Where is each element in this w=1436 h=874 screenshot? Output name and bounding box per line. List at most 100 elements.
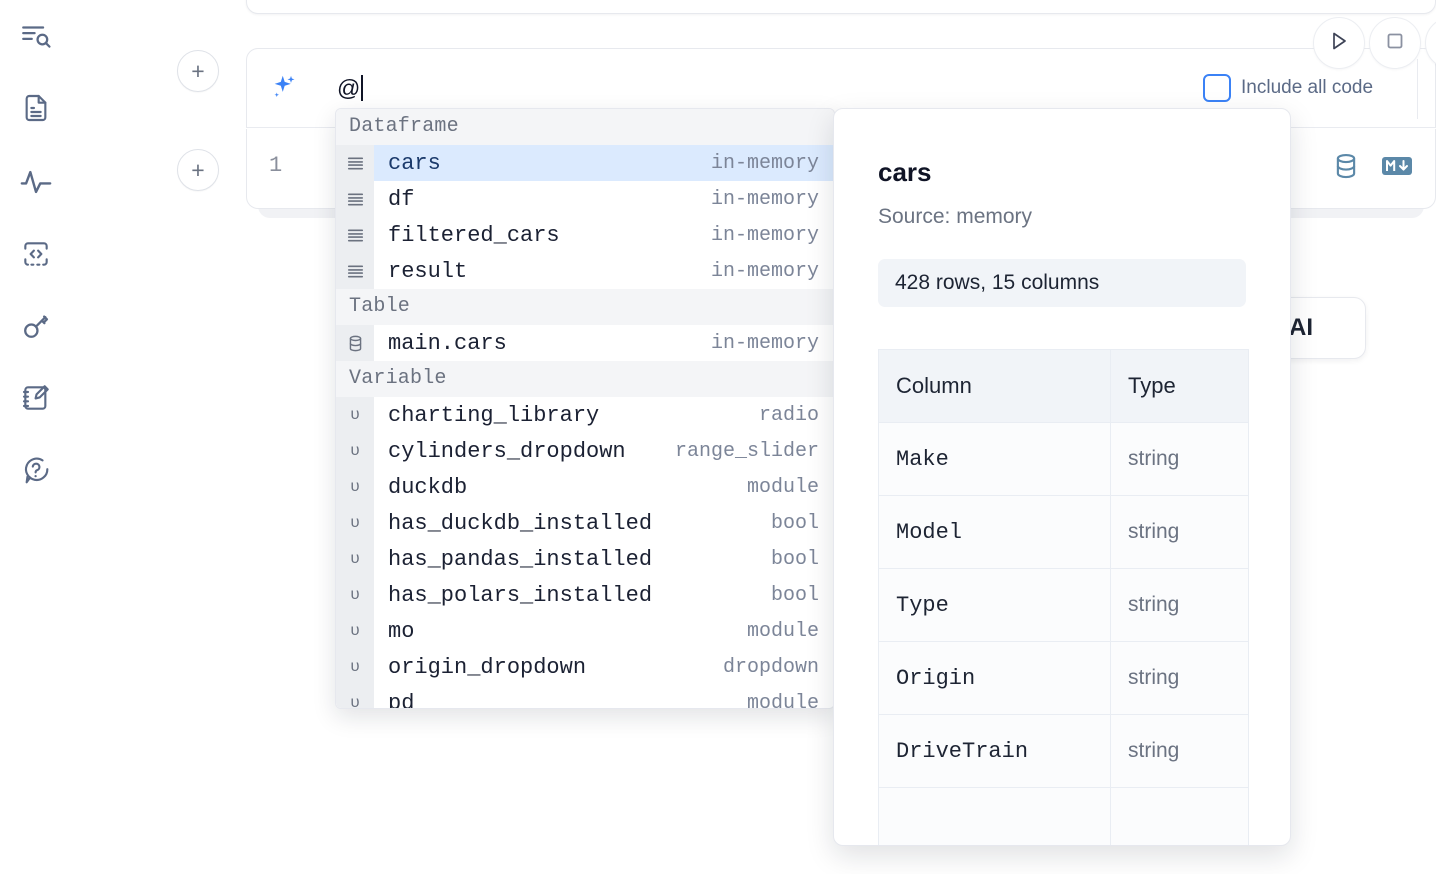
mention-option-meta: in-memory: [710, 187, 819, 211]
ai-prompt-input[interactable]: @: [337, 71, 364, 105]
mention-group-header: Table: [336, 289, 834, 325]
mention-group-header: Variable: [336, 361, 834, 397]
markdown-icon[interactable]: [1381, 154, 1413, 178]
schema-column-name: [878, 787, 1111, 845]
mention-option-label: has_duckdb_installed: [388, 510, 653, 536]
mention-option-meta: range_slider: [674, 439, 819, 463]
variable-icon: υ: [336, 433, 374, 469]
variable-icon: υ: [336, 541, 374, 577]
dataset-detail-panel: cars Source: memory 428 rows, 15 columns…: [833, 108, 1291, 846]
line-number: 1: [269, 153, 283, 178]
mention-option-meta: bool: [770, 511, 819, 535]
sidebar-item-explore-outline[interactable]: [12, 12, 60, 60]
run-button[interactable]: [1313, 17, 1365, 69]
sidebar-item-scratchpad[interactable]: [12, 374, 60, 422]
dataframe-icon: [336, 145, 374, 181]
dataframe-icon: [336, 181, 374, 217]
sidebar-item-secrets[interactable]: [12, 302, 60, 350]
mention-option-meta: dropdown: [722, 655, 819, 679]
file-explorer-icon: [20, 92, 52, 124]
secrets-key-icon: [20, 310, 52, 342]
variable-icon: υ: [336, 469, 374, 505]
variable-icon: υ: [336, 685, 374, 708]
sparkles-icon: [269, 73, 299, 103]
text-caret: [361, 75, 364, 101]
mention-option-label: mo: [388, 618, 415, 644]
mention-option-meta: in-memory: [710, 223, 819, 247]
dataset-title: cars: [878, 157, 932, 187]
schema-column-type: string: [1110, 714, 1249, 788]
schema-column-name: Model: [878, 495, 1111, 569]
activity-icon: [19, 165, 53, 199]
mention-option-meta: module: [746, 475, 819, 499]
stop-square-icon: [1383, 29, 1407, 58]
schema-column-name: Make: [878, 422, 1111, 496]
ai-prompt-value: @: [337, 75, 361, 101]
cell-above-clipped: [246, 0, 1436, 14]
variable-icon: υ: [336, 613, 374, 649]
stop-button[interactable]: [1369, 17, 1421, 69]
schema-column-type: string: [1110, 568, 1249, 642]
add-cell-button-top[interactable]: +: [177, 50, 219, 92]
explore-outline-icon: [19, 19, 53, 53]
mention-option[interactable]: df in-memory: [336, 181, 834, 217]
toolbar-divider: [1417, 59, 1418, 119]
mention-option-label: cylinders_dropdown: [388, 438, 626, 464]
schema-column-type: [1110, 787, 1249, 845]
dataset-shape-badge: 428 rows, 15 columns: [878, 259, 1246, 307]
mention-option[interactable]: υ cylinders_dropdown range_slider: [336, 433, 834, 469]
database-icon[interactable]: [1331, 151, 1361, 181]
mention-option-label: pd: [388, 690, 415, 709]
mention-option-label: duckdb: [388, 474, 468, 500]
mention-option-meta: in-memory: [710, 151, 819, 175]
mention-option-label: charting_library: [388, 402, 600, 428]
generate-with-ai-label: AI: [1289, 314, 1313, 341]
schema-column-type: string: [1110, 422, 1249, 496]
schema-column-type: string: [1110, 641, 1249, 715]
mention-option-label: result: [388, 258, 468, 284]
mention-option-label: origin_dropdown: [388, 654, 587, 680]
snippets-icon: [20, 238, 52, 270]
sidebar-item-help[interactable]: [12, 446, 60, 494]
scratchpad-icon: [20, 382, 52, 414]
include-all-code-label: Include all code: [1241, 77, 1374, 98]
include-all-code-checkbox[interactable]: [1203, 74, 1231, 102]
dataset-source: Source: memory: [878, 205, 1033, 228]
variable-icon: υ: [336, 577, 374, 613]
mention-option-meta: bool: [770, 547, 819, 571]
dataframe-icon: [336, 217, 374, 253]
schema-column-name: Type: [878, 568, 1111, 642]
add-cell-button-bottom[interactable]: +: [177, 149, 219, 191]
mention-option-label: df: [388, 186, 415, 212]
sidebar-item-file-explorer[interactable]: [12, 84, 60, 132]
schema-header-cell: Column: [878, 349, 1111, 423]
mention-option-meta: module: [746, 619, 819, 643]
sidebar-item-activity[interactable]: [12, 158, 60, 206]
schema-column-type: string: [1110, 495, 1249, 569]
variable-icon: υ: [336, 397, 374, 433]
include-all-code-row[interactable]: Include all code: [1203, 74, 1373, 102]
mention-option-label: main.cars: [388, 330, 507, 356]
sidebar-item-snippets[interactable]: [12, 230, 60, 278]
